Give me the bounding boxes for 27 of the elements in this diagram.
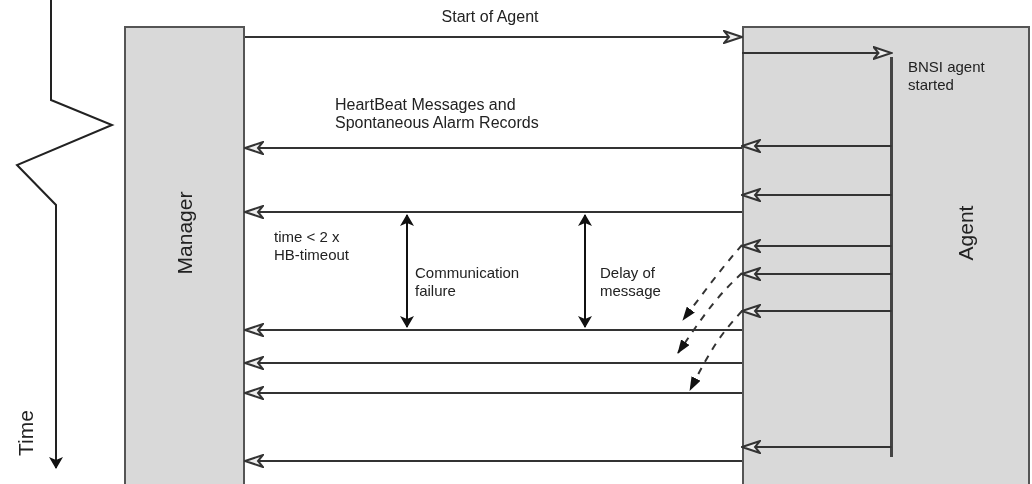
message-arrow	[741, 139, 893, 153]
message-arrow	[244, 386, 743, 400]
node-label: Agent	[954, 205, 978, 261]
note-text: time < 2 x HB-timeout	[274, 228, 351, 264]
message-arrow	[244, 356, 743, 370]
message-arrow	[741, 46, 893, 60]
message-arrow	[741, 188, 893, 202]
message-arrow	[741, 239, 893, 253]
message-arrow	[741, 304, 893, 318]
dashed-arrow	[689, 310, 743, 391]
node-label: Manager	[172, 191, 197, 275]
status-note: BNSI agent started	[908, 58, 986, 94]
note-text: Communication failure	[415, 264, 521, 300]
lifeline-box	[742, 26, 1030, 484]
message-arrow	[244, 30, 743, 44]
axis-label: Time	[14, 410, 38, 456]
message-arrow	[244, 454, 743, 468]
note-text: Delay of message	[600, 264, 662, 300]
message-arrow	[244, 205, 743, 219]
message-arrow	[741, 440, 893, 454]
message-arrow	[741, 267, 893, 281]
message-arrow	[244, 323, 743, 337]
dashed-arrow	[682, 244, 743, 321]
lifeline-box	[124, 26, 245, 484]
dashed-arrow	[677, 272, 743, 354]
message-arrow	[244, 141, 743, 155]
lifeline-bar	[890, 57, 893, 457]
